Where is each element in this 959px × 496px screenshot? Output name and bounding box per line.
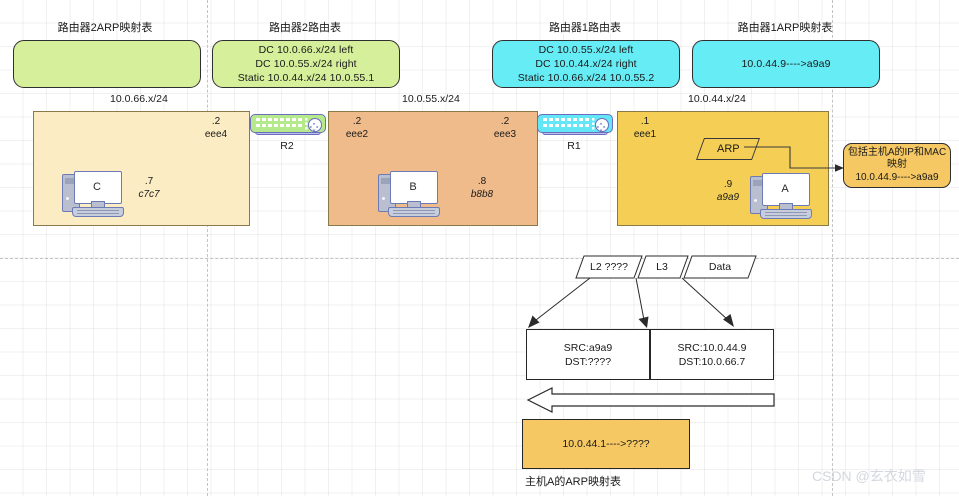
router-r2-arrows-icon bbox=[309, 122, 319, 131]
router-r1-indicator bbox=[595, 117, 609, 132]
arp-to-callout-connector bbox=[744, 146, 844, 172]
host-a-arp-table-box[interactable]: 10.0.44.1---->???? bbox=[522, 419, 690, 469]
packet-direction-arrow bbox=[526, 387, 775, 413]
host-b-keyboard bbox=[388, 207, 440, 217]
r1-route-line-2: DC 10.0.44.x/24 right bbox=[535, 58, 637, 70]
callout-line-3: 10.0.44.9---->a9a9 bbox=[855, 171, 939, 183]
router-r2-ports bbox=[256, 118, 308, 130]
packet-header-shapes bbox=[575, 255, 757, 279]
middle-iface-right-mac: eee3 bbox=[493, 129, 517, 140]
host-a[interactable]: A bbox=[750, 170, 812, 220]
packet-l2-src: SRC:a9a9 bbox=[563, 341, 613, 354]
network-label-middle: 10.0.55.x/24 bbox=[402, 93, 460, 105]
host-c-address: .7 c7c7 bbox=[126, 175, 172, 201]
host-c-drive-slot bbox=[65, 178, 76, 184]
caption-r1-routing-table: 路由器1路由表 bbox=[548, 22, 622, 34]
host-a-mac-text: a9a9 bbox=[716, 192, 740, 203]
router-r1[interactable]: R1 bbox=[537, 114, 613, 152]
page-break-horizontal-1 bbox=[0, 258, 959, 259]
host-b[interactable]: B bbox=[378, 168, 440, 218]
host-b-icon: B bbox=[378, 168, 440, 218]
host-c-mac: c7c7 bbox=[126, 188, 172, 201]
router-r1-icon bbox=[537, 114, 613, 135]
host-b-drive-slot bbox=[381, 178, 392, 184]
watermark: CSDN @玄衣如雪 bbox=[812, 468, 926, 484]
packet-l3-dst: DST:10.0.66.7 bbox=[678, 355, 746, 368]
host-b-label: B bbox=[409, 180, 417, 193]
host-a-mac: a9a9 bbox=[705, 191, 751, 204]
host-a-label: A bbox=[781, 182, 789, 195]
host-a-keyboard bbox=[760, 209, 812, 219]
router-r2[interactable]: R2 bbox=[250, 114, 326, 152]
r1-arp-table-box[interactable]: 10.0.44.9---->a9a9 bbox=[692, 40, 880, 88]
caption-r2-routing-table: 路由器2路由表 bbox=[268, 22, 342, 34]
router-r1-label: R1 bbox=[567, 140, 581, 152]
r2-routing-table-box[interactable]: DC 10.0.66.x/24 left DC 10.0.55.x/24 rig… bbox=[212, 40, 400, 88]
router-r2-label: R2 bbox=[280, 140, 294, 152]
packet-l2-dst: DST:???? bbox=[564, 355, 612, 368]
r1-route-line-3: Static 10.0.66.x/24 10.0.55.2 bbox=[517, 72, 655, 84]
router-r1-ports bbox=[543, 118, 595, 130]
packet-header-data[interactable]: Data bbox=[708, 261, 732, 273]
packet-leader-lines bbox=[528, 277, 734, 328]
router-r2-chassis bbox=[250, 114, 326, 133]
r2-route-line-3: Static 10.0.44.x/24 10.0.55.1 bbox=[237, 72, 375, 84]
r1-routing-table-box[interactable]: DC 10.0.55.x/24 left DC 10.0.44.x/24 rig… bbox=[492, 40, 680, 88]
r2-arp-table-box[interactable] bbox=[13, 40, 201, 88]
caption-host-a-arp-table: 主机A的ARP映射表 bbox=[525, 476, 621, 488]
left-iface-mac: eee4 bbox=[204, 129, 228, 140]
right-segment-interface-label: .1 eee1 bbox=[625, 115, 665, 141]
host-c-keyboard bbox=[72, 207, 124, 217]
callout-line-2: 映射 bbox=[887, 159, 907, 171]
host-b-mac-text: b8b8 bbox=[470, 189, 494, 200]
host-a-ip: .9 bbox=[723, 179, 733, 190]
page-break-vertical-1 bbox=[207, 0, 208, 496]
caption-r2-arp-table: 路由器2ARP映射表 bbox=[57, 22, 153, 34]
host-b-address: .8 b8b8 bbox=[459, 175, 505, 201]
packet-header-l3[interactable]: L3 bbox=[656, 261, 668, 273]
middle-iface-left-mac: eee2 bbox=[345, 129, 369, 140]
host-a-mapping-callout[interactable]: 包括主机A的IP和MAC 映射 10.0.44.9---->a9a9 bbox=[843, 143, 951, 188]
router-r2-icon bbox=[250, 114, 326, 135]
host-a-icon: A bbox=[750, 170, 812, 220]
left-iface-ip: .2 bbox=[211, 116, 221, 127]
middle-iface-right-ip: .2 bbox=[500, 116, 510, 127]
host-a-address: .9 a9a9 bbox=[705, 178, 751, 204]
callout-line-1: 包括主机A的IP和MAC bbox=[847, 146, 947, 158]
host-c-icon: C bbox=[62, 168, 124, 218]
page-break-vertical-2 bbox=[832, 0, 833, 496]
host-c[interactable]: C bbox=[62, 168, 124, 218]
right-iface-ip: .1 bbox=[640, 116, 650, 127]
host-c-label: C bbox=[93, 180, 101, 193]
host-c-mac-text: c7c7 bbox=[138, 189, 160, 200]
network-label-right: 10.0.44.x/24 bbox=[688, 93, 746, 105]
network-label-left: 10.0.66.x/24 bbox=[110, 93, 168, 105]
host-c-ip: .7 bbox=[144, 176, 154, 187]
host-b-ip: .8 bbox=[477, 176, 487, 187]
packet-l2-detail-box[interactable]: SRC:a9a9 DST:???? bbox=[526, 329, 650, 380]
router-r1-arrows-icon bbox=[596, 122, 606, 131]
left-segment-interface-label: .2 eee4 bbox=[196, 115, 236, 141]
router-r2-indicator bbox=[308, 117, 322, 132]
packet-l3-src: SRC:10.0.44.9 bbox=[677, 341, 747, 354]
r2-route-line-2: DC 10.0.55.x/24 right bbox=[255, 58, 357, 70]
router-r1-chassis bbox=[537, 114, 613, 133]
host-a-drive-slot bbox=[753, 180, 764, 186]
packet-l3-detail-box[interactable]: SRC:10.0.44.9 DST:10.0.66.7 bbox=[650, 329, 774, 380]
r2-route-line-1: DC 10.0.66.x/24 left bbox=[258, 44, 354, 56]
caption-r1-arp-table: 路由器1ARP映射表 bbox=[737, 22, 833, 34]
host-c-monitor bbox=[74, 171, 122, 204]
host-b-mac: b8b8 bbox=[459, 188, 505, 201]
arp-process-label: ARP bbox=[716, 143, 740, 155]
middle-segment[interactable] bbox=[328, 111, 538, 226]
middle-segment-left-interface-label: .2 eee2 bbox=[337, 115, 377, 141]
middle-iface-left-ip: .2 bbox=[352, 116, 362, 127]
right-iface-mac: eee1 bbox=[633, 129, 657, 140]
packet-header-l2[interactable]: L2 ???? bbox=[590, 261, 628, 273]
r1-route-line-1: DC 10.0.55.x/24 left bbox=[538, 44, 634, 56]
middle-segment-right-interface-label: .2 eee3 bbox=[485, 115, 525, 141]
